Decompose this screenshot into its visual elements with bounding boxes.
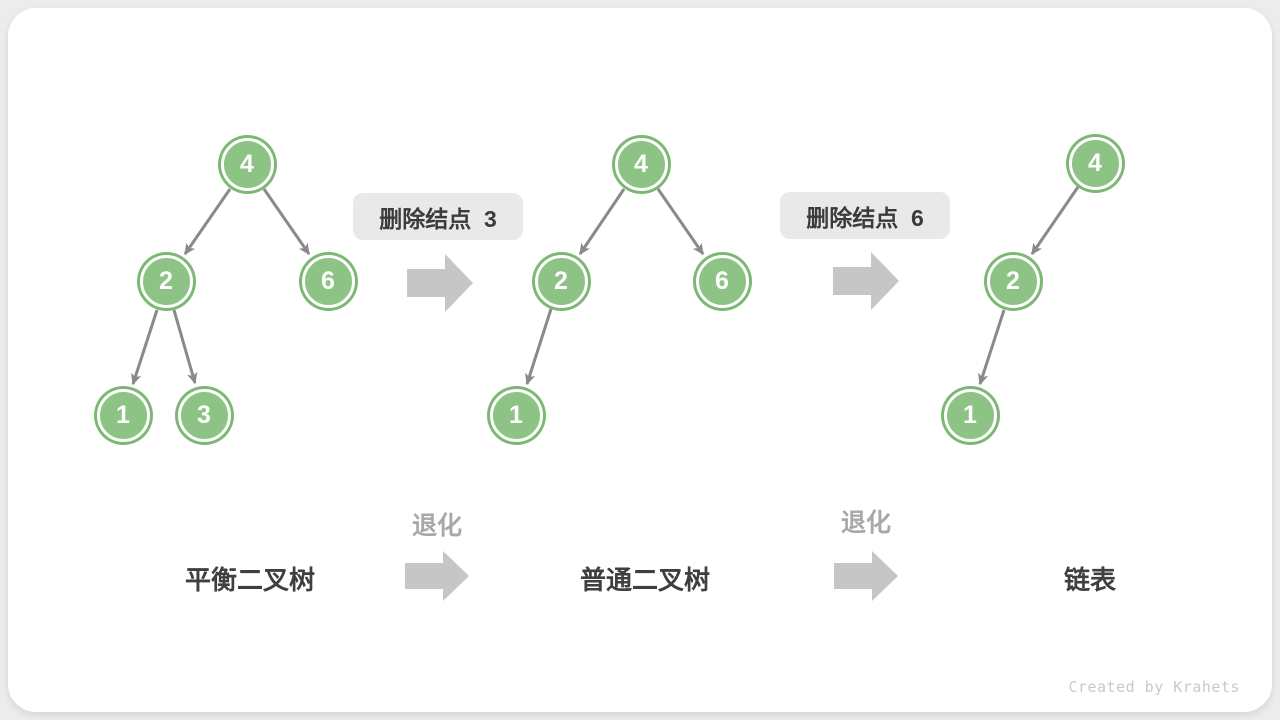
caption-linked-list: 链表 [1063, 565, 1117, 595]
tree1-edge-2-1 [131, 309, 159, 386]
tree1-edge-4-2 [183, 188, 232, 256]
caption-ordinary-binary-tree: 普通二叉树 [579, 565, 711, 595]
tree2-node-4: 4 [614, 137, 668, 191]
tree2-edge-4-2 [578, 188, 626, 256]
tree1-node-1: 1 [96, 388, 150, 442]
delete-node-3-label: 删除结点 3 [353, 193, 523, 240]
tree1-node-3: 3 [177, 388, 231, 442]
degrade-arrow-2-icon [834, 551, 898, 601]
tree2-node-6: 6 [695, 254, 749, 308]
tree3-node-1: 1 [943, 388, 997, 442]
tree3-edge-4-2 [1030, 186, 1080, 256]
tree3-edge-2-1 [978, 309, 1006, 386]
figure-card [8, 8, 1272, 712]
tree1-node-2: 2 [139, 254, 193, 308]
transition-arrow-2-icon [833, 252, 899, 310]
tree1-edges [131, 188, 311, 386]
tree2-edge-2-1 [525, 308, 553, 386]
watermark-text: Created by Krahets [1068, 678, 1240, 696]
tree2-edges [525, 188, 705, 386]
tree2-edge-4-6 [656, 188, 705, 256]
tree3-node-2: 2 [986, 254, 1040, 308]
delete-node-6-label: 删除结点 6 [780, 192, 950, 239]
degrade-label-1: 退化 [411, 512, 463, 540]
tree1-node-4: 4 [220, 137, 274, 191]
caption-balanced-binary-tree: 平衡二叉树 [184, 565, 316, 595]
tree2-node-1: 1 [489, 388, 543, 442]
tree2-node-2: 2 [534, 254, 588, 308]
degrade-arrow-1-icon [405, 551, 469, 601]
tree3-node-4: 4 [1068, 136, 1122, 190]
tree1-edge-4-6 [262, 188, 311, 256]
tree3-edges [978, 186, 1080, 386]
transition-arrow-1-icon [407, 254, 473, 312]
tree1-edge-2-3 [172, 309, 198, 385]
tree1-node-6: 6 [301, 254, 355, 308]
degrade-label-2: 退化 [840, 509, 892, 537]
